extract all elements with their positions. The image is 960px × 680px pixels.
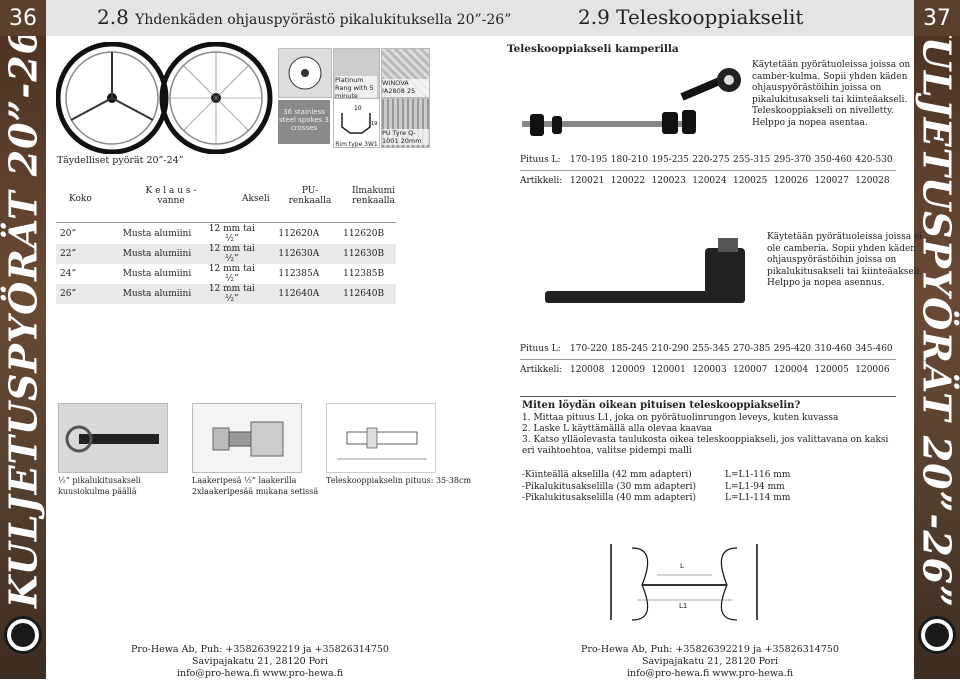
desc1: Käytetään pyörätuoleissa joissa on cambe… — [752, 60, 911, 128]
wheels-image — [55, 41, 276, 155]
table-row: 26” Musta alumiini 12 mm tai ½” 112640A … — [56, 284, 396, 304]
pu-tyre-photo: PU Tyre Q-1001 20mm — [381, 98, 430, 148]
right-page-number: 37 — [914, 0, 960, 36]
formula-row: -Kiinteällä akselilla (42 mm adapteri) L… — [522, 470, 791, 480]
col-pu: PU- renkaalla — [288, 186, 332, 206]
bearing-housing-photo — [192, 403, 302, 473]
right-footer: Pro-Hewa Ab, Puh: +35826392219 ja +35826… — [581, 644, 839, 679]
right-header-bar — [480, 0, 914, 36]
right-subtitle: Teleskooppiakseli kamperilla — [507, 43, 679, 55]
desc2: Käytetään pyörätuoleissa joissa ei ole c… — [767, 232, 923, 288]
howto-title: Miten löydän oikean pituisen teleskooppi… — [522, 400, 801, 411]
left-page-number: 36 — [0, 0, 46, 36]
wheel-table-header: Koko K e l a u s - vanne Akseli PU- renk… — [56, 184, 400, 218]
howto-divider — [520, 396, 896, 397]
photo1-caption-2: kuusiokulma päällä — [58, 487, 137, 496]
col-ilmakumi: Ilmakumi renkaalla — [352, 186, 395, 206]
table-row: 22” Musta alumiini 12 mm tai ½” 112630A … — [56, 244, 396, 264]
left-side-title: KULJETUSPYÖRÄT 20”-26” — [0, 36, 46, 608]
howto-steps: 1. Mittaa pituus L1, joka on pyörätuolin… — [522, 413, 889, 456]
measurement-diagram: L L1 — [607, 540, 762, 625]
brand-logo — [4, 616, 42, 654]
formula-row: -Pikalukitusakselilla (30 mm adapteri) L… — [522, 481, 785, 492]
platinum-label: Platinum Rang with 5 minute — [335, 76, 377, 100]
left-side-bar: KULJETUSPYÖRÄT 20”-26” — [0, 36, 46, 679]
right-section-title: 2.9 Teleskooppiakselit — [578, 5, 804, 29]
diagram-L-label: L — [680, 562, 684, 570]
straight-axle-image — [540, 218, 770, 318]
photo2-caption-2: 2xlaakeripesää mukana setissä — [192, 487, 319, 496]
col-koko: Koko — [69, 194, 92, 204]
tread-photo: WINOVA IA2808 25 mm — [381, 48, 430, 98]
photo1-caption-1: ½” pikalukitusakseli — [58, 476, 141, 485]
wheels-label: Täydelliset pyörät 20”-24” — [57, 155, 184, 166]
formula-row: -Pikalukitusakselilla (40 mm adapteri) L… — [522, 493, 791, 503]
table-divider — [56, 222, 396, 223]
wheel-table: Koko K e l a u s - vanne Akseli PU- renk… — [56, 184, 400, 304]
diagram-L1-label: L1 — [679, 602, 688, 610]
table-row: 24” Musta alumiini 12 mm tai ½” 112385A … — [60, 264, 385, 284]
svg-text:19: 19 — [371, 121, 377, 127]
rim-type-label: Rim type 3W1 — [335, 141, 378, 148]
left-footer: Pro-Hewa Ab, Puh: +35826392219 ja +35826… — [131, 644, 389, 679]
quick-release-axle-photo — [58, 403, 168, 473]
brand-logo — [918, 616, 956, 654]
photo3-caption: Teleskooppiakselin pituus: 35-38cm — [326, 476, 472, 485]
col-akseli: Akseli — [242, 194, 270, 204]
right-side-title: KULJETUSPYÖRÄT 20”-26” — [914, 36, 960, 608]
cambered-axle-image — [512, 62, 752, 152]
hub-photo — [278, 48, 332, 98]
photo2-caption-1: Laakeripesä ½” laakerilla — [192, 476, 297, 485]
rim-profile-diagram: 10 19 Rim type 3W1 — [333, 98, 380, 148]
left-section-title: 2.8 Yhdenkäden ohjauspyörästö pikalukitu… — [97, 5, 512, 29]
col-kelausvanne: K e l a u s - vanne — [145, 186, 197, 206]
howto-formulas: -Kiinteällä akselilla (42 mm adapteri) L… — [522, 470, 842, 505]
telescopic-axle-drawing — [326, 403, 436, 473]
spokes-label: 36 stainless steel spokes 3 crosses — [278, 100, 330, 144]
svg-text:10: 10 — [354, 105, 362, 112]
pu-tyre-label: PU Tyre Q-1001 20mm — [382, 129, 429, 145]
winova-label: WINOVA IA2808 25 mm — [382, 79, 429, 97]
left-header-bar — [46, 0, 480, 36]
right-side-bar: KULJETUSPYÖRÄT 20”-26” — [914, 36, 960, 679]
table-row: 20” Musta alumiini 12 mm tai ½” 112620A … — [60, 224, 385, 244]
